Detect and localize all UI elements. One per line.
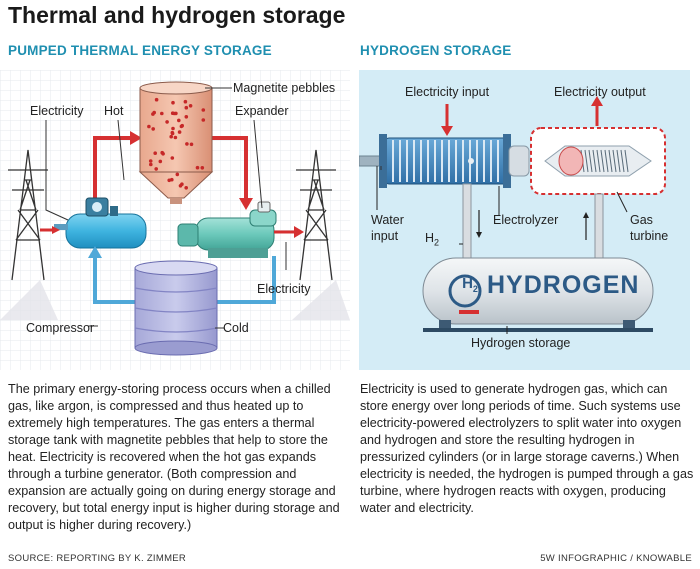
turbine-blade bbox=[604, 149, 609, 173]
expander-label: Expander bbox=[235, 104, 289, 118]
pebble-dot bbox=[195, 165, 200, 170]
page-title: Thermal and hydrogen storage bbox=[8, 2, 346, 28]
water-pipe bbox=[359, 155, 382, 167]
pebble-dot bbox=[177, 130, 182, 134]
pebble-dot bbox=[149, 162, 153, 167]
turbine-blade bbox=[596, 149, 601, 173]
gas-label: Gas bbox=[630, 213, 653, 227]
electrolyzer-unit bbox=[379, 134, 530, 188]
source-credit: SOURCE: REPORTING BY K. ZIMMER bbox=[8, 553, 187, 564]
thermal-storage-diagram bbox=[0, 70, 350, 370]
electricity-out-label: Electricity bbox=[257, 282, 311, 296]
hydrogen-section-heading: HYDROGEN STORAGE bbox=[360, 43, 512, 58]
pebble-dot bbox=[169, 134, 173, 139]
pebble-dot bbox=[151, 127, 155, 131]
pebble-dot bbox=[152, 110, 156, 115]
pebble-dot bbox=[172, 111, 176, 116]
cold-arrow-head bbox=[88, 246, 102, 258]
hydrogen-tank bbox=[422, 257, 654, 332]
left-pylon-icon bbox=[8, 149, 48, 281]
expander-unit bbox=[177, 201, 277, 258]
compressor-label: Compressor bbox=[26, 321, 95, 335]
leader-lines bbox=[45, 87, 287, 329]
gas-turbine-unit bbox=[530, 127, 666, 195]
water-input-label: input bbox=[371, 229, 399, 243]
turbine-blade bbox=[584, 149, 589, 173]
electricity-input-label: Electricity input bbox=[405, 85, 490, 99]
compressor-unit bbox=[54, 197, 147, 249]
hot-label: Hot bbox=[104, 104, 124, 118]
h2-logo-icon: H2 bbox=[462, 275, 478, 294]
h2-pipe-up bbox=[594, 193, 604, 259]
pebble-dot bbox=[147, 124, 151, 129]
magnetite-silo bbox=[138, 81, 214, 204]
pebble-dot bbox=[183, 99, 188, 104]
pebble-dot bbox=[180, 123, 184, 128]
hot-arrow-head bbox=[130, 131, 142, 145]
pebble-dot bbox=[175, 172, 180, 177]
pebble-dot bbox=[148, 159, 153, 163]
pebble-dot bbox=[170, 130, 175, 135]
turbine-blade bbox=[588, 149, 593, 173]
turbine-blade bbox=[620, 149, 625, 173]
turbine-blade bbox=[616, 149, 621, 173]
turbine-blade bbox=[608, 149, 613, 173]
turbine-label: turbine bbox=[630, 229, 669, 243]
pebble-dot bbox=[184, 105, 189, 110]
pebble-dot bbox=[184, 186, 188, 190]
pebble-dot bbox=[200, 166, 205, 170]
h2-pipe-down bbox=[462, 183, 472, 259]
magnetite-pebbles bbox=[147, 97, 206, 190]
turbine-blade bbox=[612, 149, 617, 173]
pebble-dot bbox=[201, 108, 206, 112]
thermal-section-heading: PUMPED THERMAL ENERGY STORAGE bbox=[8, 43, 272, 58]
electricity-in-label: Electricity bbox=[30, 104, 84, 118]
hydrogen-tank-word: HYDROGEN bbox=[487, 271, 640, 299]
thermal-description: The primary energy-storing process occur… bbox=[8, 382, 340, 532]
pebble-dot bbox=[185, 142, 189, 146]
turbine-blade bbox=[624, 149, 629, 173]
pebble-dot bbox=[167, 178, 171, 183]
pebble-dot bbox=[178, 184, 183, 188]
electricity-in-arrow bbox=[52, 226, 60, 234]
pebble-dot bbox=[160, 111, 164, 116]
turbine-blade bbox=[592, 149, 597, 173]
pebble-dot bbox=[165, 120, 169, 124]
pebble-dot bbox=[171, 126, 175, 131]
pebble-dot bbox=[184, 115, 189, 119]
cold-label: Cold bbox=[223, 321, 249, 335]
hydrogen-storage-diagram bbox=[359, 96, 666, 334]
hot-arrow-head bbox=[239, 198, 253, 210]
pebble-dot bbox=[201, 118, 206, 122]
hydrogen-description: Electricity is used to generate hydrogen… bbox=[360, 382, 694, 515]
electrolyzer-label: Electrolyzer bbox=[493, 213, 559, 227]
pebble-dot bbox=[170, 156, 175, 160]
pebble-dot bbox=[153, 151, 157, 155]
pebble-dot bbox=[173, 135, 178, 140]
pebble-dot bbox=[154, 97, 159, 102]
pebble-dot bbox=[189, 142, 194, 147]
electricity-output-label: Electricity output bbox=[554, 85, 646, 99]
hydrogen-leader-lines bbox=[376, 166, 628, 334]
h2-label: H2 bbox=[425, 231, 440, 248]
pebble-dot bbox=[188, 104, 193, 108]
cold-flow-arrows bbox=[93, 256, 276, 304]
pebble-dot bbox=[154, 167, 158, 171]
hydrogen-storage-label: Hydrogen storage bbox=[471, 336, 571, 350]
infographic-credit: 5W INFOGRAPHIC / KNOWABLE bbox=[540, 553, 692, 564]
cold-tank bbox=[134, 260, 218, 356]
pebble-dot bbox=[171, 100, 175, 105]
magnetite-pebbles-label: Magnetite pebbles bbox=[233, 81, 336, 95]
water-label: Water bbox=[371, 213, 404, 227]
pebble-dot bbox=[177, 118, 181, 123]
pebble-dot bbox=[160, 150, 164, 155]
pebble-dot bbox=[158, 159, 163, 164]
right-pylon-icon bbox=[296, 149, 336, 281]
turbine-blade bbox=[600, 149, 605, 173]
